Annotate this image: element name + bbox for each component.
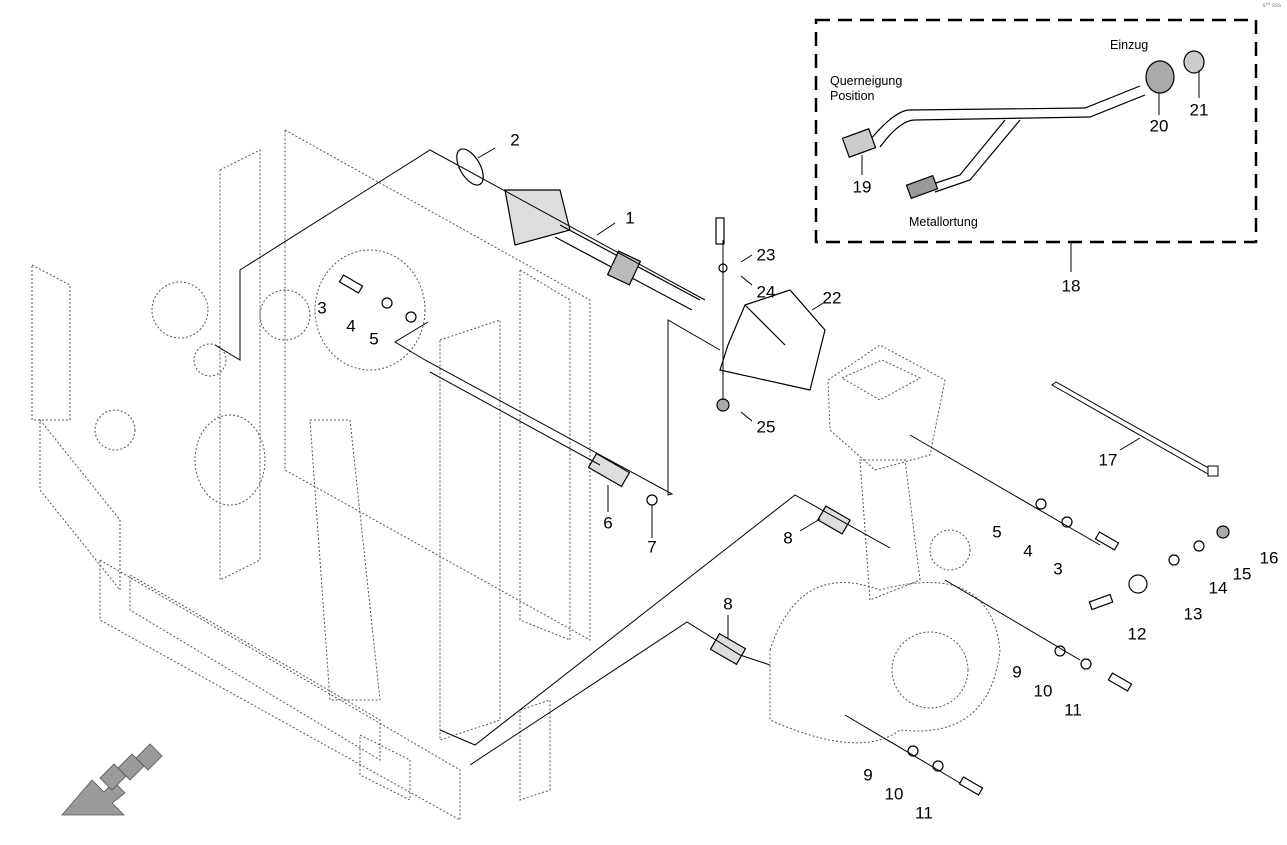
callout-21: 21 (1189, 100, 1209, 120)
callout-25: 25 (756, 417, 776, 437)
callout-12: 12 (1127, 624, 1147, 644)
label-position: Position (830, 89, 875, 103)
callout-14: 14 (1208, 578, 1228, 598)
corner-code: s** sss (1262, 3, 1281, 9)
callout-11: 11 (915, 803, 933, 823)
callout-22: 22 (822, 288, 842, 308)
inset-frame (814, 18, 1258, 244)
callout-9: 9 (1012, 662, 1022, 682)
label-querneigung: Querneigung (830, 74, 903, 88)
callout-8: 8 (783, 528, 793, 548)
callout-13: 13 (1183, 604, 1203, 624)
callout-16: 16 (1259, 548, 1279, 568)
wiring-harness (841, 50, 1205, 200)
callout-3: 3 (1053, 559, 1063, 579)
callout-17: 17 (1098, 450, 1118, 470)
drive-shaft (456, 148, 701, 311)
machine-frame (31, 129, 591, 821)
callout-20: 20 (1149, 116, 1169, 136)
callout-24: 24 (756, 282, 776, 302)
callout-6: 6 (603, 513, 613, 533)
callout-2: 2 (510, 130, 520, 150)
gearbox (769, 344, 1001, 744)
callout-15: 15 (1232, 564, 1252, 584)
callout-10: 10 (884, 784, 904, 804)
callout-5: 5 (369, 329, 379, 349)
callout-1: 1 (625, 208, 635, 228)
cable-tie (1051, 381, 1219, 477)
callout-19: 19 (852, 177, 872, 197)
callout-23: 23 (756, 245, 776, 265)
bracket (719, 289, 826, 391)
label-einzug: Einzug (1110, 38, 1149, 52)
direction-arrow-icon (61, 743, 163, 816)
callout-5: 5 (992, 522, 1002, 542)
callout-18: 18 (1061, 276, 1081, 296)
label-metallortung: Metallortung (909, 215, 978, 229)
callout-10: 10 (1033, 681, 1053, 701)
hardware (338, 217, 1230, 796)
callout-4: 4 (346, 316, 356, 336)
callout-8: 8 (723, 594, 733, 614)
callout-7: 7 (647, 537, 657, 557)
callout-11: 11 (1064, 700, 1082, 720)
callout-4: 4 (1023, 541, 1033, 561)
leader-lines (214, 70, 1200, 784)
callout-9: 9 (863, 765, 873, 785)
callout-3: 3 (317, 298, 327, 318)
